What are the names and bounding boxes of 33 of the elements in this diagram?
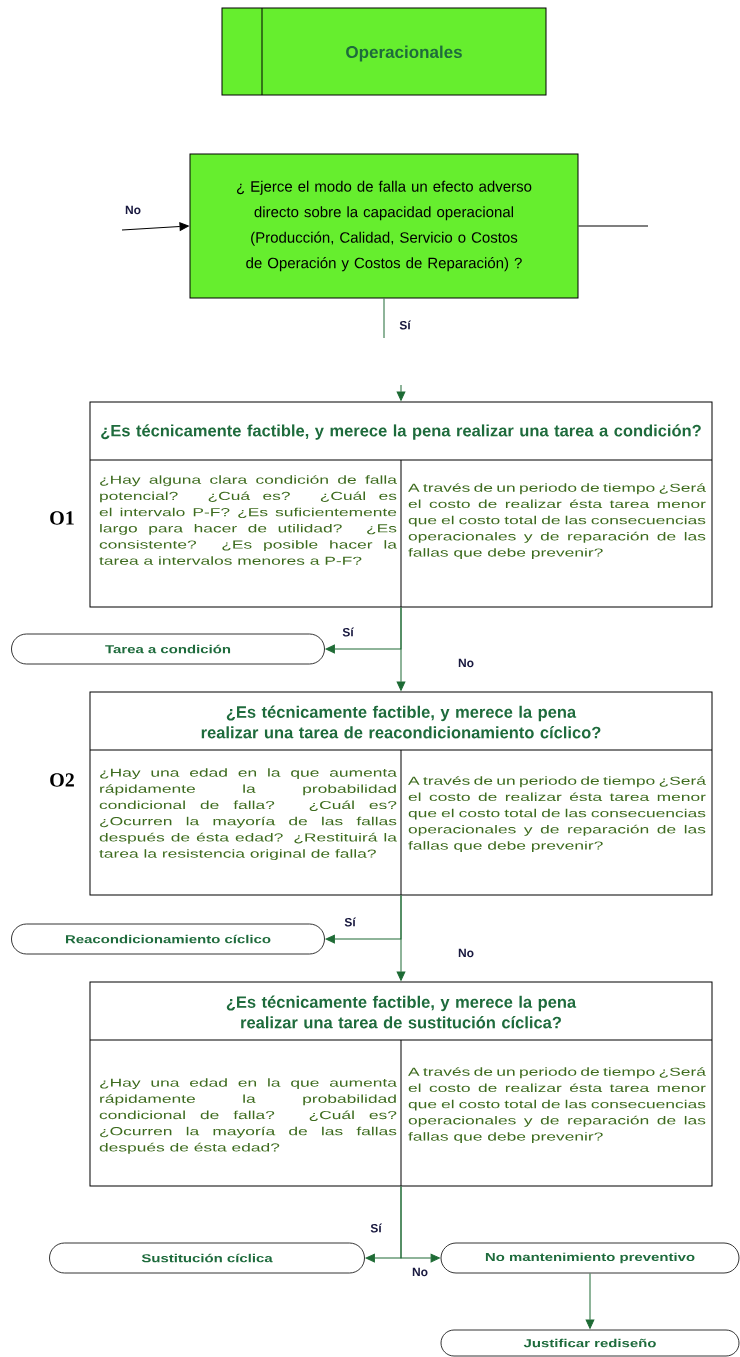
terminal-box: Reacondicionamiento cíclico (11, 923, 325, 955)
terminal-box: Tarea a condición (11, 633, 325, 665)
decision-table (89, 981, 713, 1187)
edge-label: No (124, 204, 142, 216)
edge-label: Sí (369, 1222, 383, 1234)
table-cell: A través de un periodo de tiempo ¿Será el costo de realizar ésta tarea menor que el costo total de las consecuencias operacionales y de reparación de las fallas que debe prevenir? (408, 483, 706, 559)
arrow (585, 1272, 595, 1329)
table-header: ¿Es técnicamente factible, y merece la pena realizar una tarea de sustitución cíclica? (226, 995, 577, 1029)
arrow (396, 384, 406, 401)
arrow (400, 1186, 440, 1263)
edge-label: Sí (343, 916, 357, 928)
table-cell: A través de un periodo de tiempo ¿Será el costo de realizar ésta tarea menor que el costo total de las consecuencias operacionales y de reparación de las fallas que debe prevenir? (408, 776, 706, 852)
arrow (121, 222, 189, 231)
table-header: ¿Es técnicamente factible, y merece la pena realizar una tarea de reacondicionamiento cíclico? (201, 705, 601, 739)
table-cell: ¿Hay una edad en la que aumenta rápidamente la probabilidad condicional de falla? ¿Cuál es? ¿Ocurren la mayoría de las fallas después de ésta edad? (99, 1078, 397, 1154)
terminal-box: No mantenimiento preventivo (440, 1242, 740, 1274)
question-box: ¿ Ejerce el modo de falla un efecto adverso directo sobre la capacidad operacional (Producción, Calidad, Servicio o Costos de Operación y Costos de Reparación) ? (189, 153, 579, 299)
title-box: Operacionales (221, 7, 547, 96)
table-header: ¿Es técnicamente factible, y merece la pena realizar una tarea a condición? (101, 424, 701, 440)
edge-label: Sí (341, 626, 355, 638)
arrow (396, 607, 406, 691)
arrow (396, 895, 406, 981)
edge-label: No (411, 1266, 429, 1278)
edge-label: No (457, 947, 475, 959)
terminal-box: Sustitución cíclica (49, 1242, 365, 1274)
table-cell: ¿Hay una edad en la que aumenta rápidamente la probabilidad condicional de falla? ¿Cuál es? ¿Ocurren la mayoría de las fallas después de ésta edad? ¿Restituirá la tarea la resistencia original de falla? (99, 768, 397, 861)
table-cell: A través de un periodo de tiempo ¿Será el costo de realizar ésta tarea menor que el costo total de las consecuencias operacionales y de reparación de las fallas que debe prevenir? (408, 1067, 706, 1143)
edge-label: No (457, 657, 475, 669)
table-cell: ¿Hay alguna clara condición de falla potencial? ¿Cuá es? ¿Cuál es el intervalo P-F? ¿Es suficientemente largo para hacer de utilidad? ¿Es consistente? ¿Es posible hacer la tarea a intervalos menores a P-F? (99, 475, 397, 565)
edge-label: Sí (398, 319, 412, 331)
terminal-box: Justificar rediseño (440, 1329, 740, 1357)
row-label: O1 (50, 511, 74, 525)
row-label: O2 (50, 773, 74, 787)
